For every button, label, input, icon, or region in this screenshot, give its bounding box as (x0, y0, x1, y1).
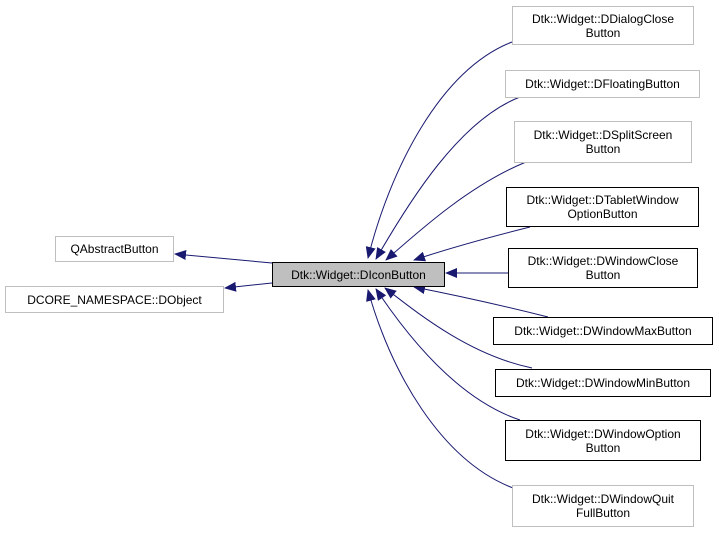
edge-dsplitscreen (385, 161, 527, 261)
node-dtabletwindowoptionbutton[interactable]: Dtk::Widget::DTabletWindow OptionButton (506, 187, 699, 227)
edge-dwindowmin (384, 287, 533, 369)
node-dsplitscreenbutton[interactable]: Dtk::Widget::DSplitScreen Button (514, 121, 692, 163)
node-dwindowclosebutton[interactable]: Dtk::Widget::DWindowClose Button (508, 248, 698, 288)
node-dwindowminbutton[interactable]: Dtk::Widget::DWindowMinButton (495, 369, 711, 397)
node-dobject[interactable]: DCORE_NAMESPACE::DObject (5, 286, 224, 313)
edge-dwindowmax (413, 284, 549, 318)
node-ddialogclosebutton[interactable]: Dtk::Widget::DDialogClose Button (512, 6, 694, 45)
edge-dfloating (375, 96, 521, 260)
node-dwindowmaxbutton[interactable]: Dtk::Widget::DWindowMaxButton (493, 317, 713, 345)
node-qabstractbutton[interactable]: QAbstractButton (55, 236, 174, 262)
edge-dwindowoption (375, 288, 521, 421)
edge-dwindowquit (366, 289, 514, 489)
node-dwindowoptionbutton[interactable]: Dtk::Widget::DWindowOption Button (505, 420, 701, 461)
edge-qabstractbutton (174, 250, 273, 264)
edge-dtabletwindow (413, 226, 531, 262)
node-diconbutton[interactable]: Dtk::Widget::DIconButton (272, 262, 445, 287)
node-dwindowquitfullbutton[interactable]: Dtk::Widget::DWindowQuit FullButton (512, 485, 694, 527)
node-dfloatingbutton[interactable]: Dtk::Widget::DFloatingButton (505, 70, 700, 98)
edge-ddialogclose (365, 41, 513, 259)
edge-dobject (224, 281, 273, 292)
